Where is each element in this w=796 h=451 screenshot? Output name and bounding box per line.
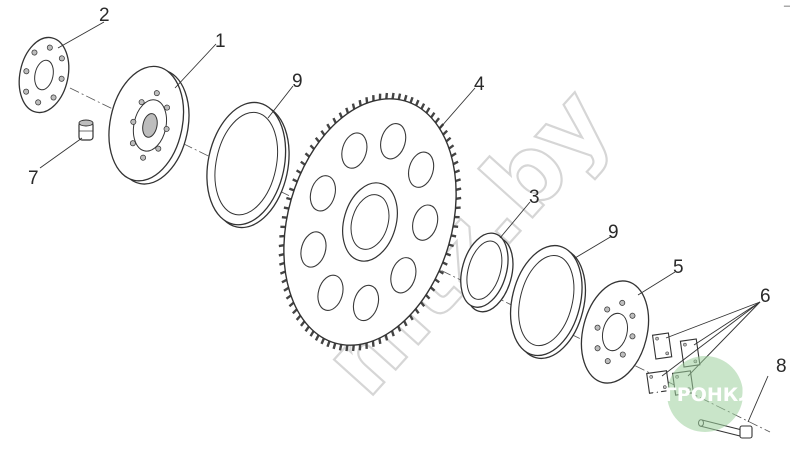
part-1-hub-disc xyxy=(99,59,200,191)
part-9-friction-ring-left xyxy=(196,95,300,235)
sprocket-tooth xyxy=(340,344,341,350)
sprocket-tooth xyxy=(301,321,305,326)
sprocket-tooth xyxy=(280,272,285,274)
sprocket-tooth xyxy=(289,189,294,191)
sprocket-tooth xyxy=(449,145,453,148)
sprocket-tooth xyxy=(449,245,454,246)
sprocket-tooth xyxy=(353,345,354,351)
sprocket-tooth xyxy=(340,113,342,118)
sprocket-tooth xyxy=(301,162,305,165)
sprocket-tooth xyxy=(284,208,289,209)
sprocket-tooth xyxy=(456,179,461,181)
sprocket-tooth xyxy=(386,93,387,99)
sprocket-tooth xyxy=(289,303,293,307)
sprocket-tooth xyxy=(453,226,458,227)
corner-mark: – xyxy=(784,0,790,12)
sprocket-tooth xyxy=(297,316,301,320)
sprocket-tooth xyxy=(333,118,335,123)
sprocket-tooth xyxy=(421,104,424,109)
sprocket-tooth xyxy=(310,145,314,149)
sprocket-tooth xyxy=(386,335,387,341)
callout-3: 3 xyxy=(529,187,540,208)
callout-6: 6 xyxy=(760,286,771,307)
callout-9-left: 9 xyxy=(292,71,303,92)
sprocket-tooth xyxy=(379,338,380,344)
sprocket-tooth xyxy=(431,113,434,118)
sprocket-tooth xyxy=(306,326,309,331)
sprocket-tooth xyxy=(405,95,407,101)
sprocket-tooth xyxy=(446,254,451,256)
callout-7: 7 xyxy=(28,168,39,189)
sprocket-tooth xyxy=(443,131,447,135)
sprocket-tooth xyxy=(456,189,461,190)
sprocket-tooth xyxy=(334,343,336,349)
callout-2: 2 xyxy=(99,5,110,26)
sprocket-tooth xyxy=(366,97,367,103)
sprocket-tooth xyxy=(297,170,301,173)
sprocket-tooth xyxy=(456,198,461,199)
sprocket-tooth xyxy=(392,331,394,336)
sprocket-tooth xyxy=(399,94,400,100)
callout-5: 5 xyxy=(673,257,684,278)
part-2-flange xyxy=(13,33,76,117)
callout-8: 8 xyxy=(776,356,787,377)
sprocket-tooth xyxy=(411,97,413,103)
sprocket-tooth xyxy=(426,108,429,113)
sprocket-tooth xyxy=(373,341,374,347)
callout-1: 1 xyxy=(215,31,226,52)
sprocket-tooth xyxy=(451,153,456,156)
sprocket-tooth xyxy=(446,138,450,142)
sprocket-tooth xyxy=(360,100,361,106)
sprocket-tooth xyxy=(346,345,347,351)
sprocket-tooth xyxy=(321,131,324,135)
sprocket-tooth xyxy=(282,217,287,218)
callout-9-right: 9 xyxy=(608,222,619,243)
logo-text: АГРОНКЛ xyxy=(650,384,754,406)
sprocket-tooth xyxy=(453,162,458,165)
sprocket-tooth xyxy=(284,288,289,291)
sprocket-tooth xyxy=(346,108,348,113)
agronkl-logo: АГРОНКЛ xyxy=(650,356,754,432)
sprocket-tooth xyxy=(286,295,290,298)
sprocket-tooth xyxy=(279,245,284,246)
sprocket-tooth xyxy=(279,263,284,265)
sprocket-tooth xyxy=(293,179,298,181)
sprocket-tooth xyxy=(416,100,418,105)
sprocket-tooth xyxy=(393,93,394,99)
part-7-bushing xyxy=(79,120,93,140)
sprocket-tooth xyxy=(435,118,439,123)
callout-4: 4 xyxy=(474,74,485,95)
sprocket-tooth xyxy=(327,124,330,129)
sprocket-tooth xyxy=(293,309,297,313)
sprocket-tooth xyxy=(305,153,309,156)
sprocket-tooth xyxy=(286,198,291,199)
sprocket-tooth xyxy=(316,138,319,142)
sprocket-tooth xyxy=(282,280,287,283)
sprocket-tooth xyxy=(353,104,354,110)
sprocket-tooth xyxy=(451,235,456,236)
sprocket-tooth xyxy=(279,254,284,255)
